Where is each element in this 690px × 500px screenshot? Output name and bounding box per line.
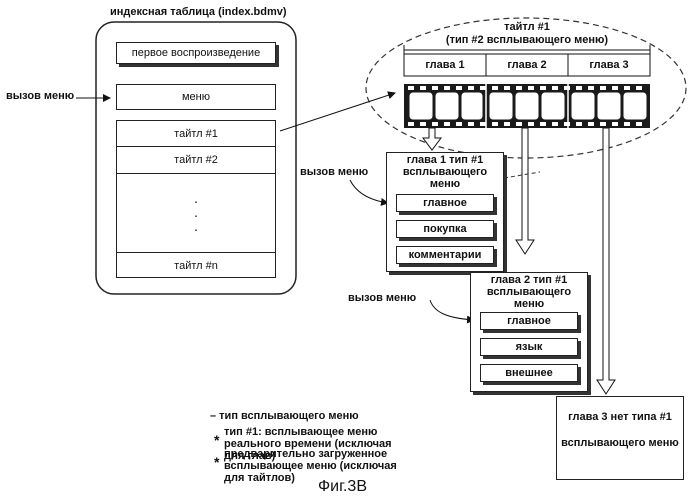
chapter-label-1: глава 1 (404, 55, 486, 75)
chapter2-down-arrow (516, 128, 534, 254)
title-cluster-line1: тайтл #1 (404, 20, 650, 34)
first-play-cell: первое воспроизведение (116, 42, 276, 64)
menu-cell: меню (116, 84, 276, 110)
legend-dash: – тип всплывающего меню (210, 410, 359, 422)
film-strip (404, 84, 650, 128)
chapter3-line2: всплывающего меню (556, 436, 684, 450)
chapter1-down-arrow (423, 128, 441, 150)
chapter1-call-label: вызов меню (300, 166, 368, 178)
chapter2-btn-main[interactable]: главное (480, 312, 578, 330)
chapter2-menu-title: глава 2 тип #1 всплывающего меню (472, 275, 586, 309)
legend-star-2: * (214, 454, 219, 470)
chapter2-btn-external[interactable]: внешнее (480, 364, 578, 382)
chapter-label-2: глава 2 (486, 55, 568, 75)
figure-caption: Фиг.3B (318, 478, 367, 496)
chapter2-btn-language[interactable]: язык (480, 338, 578, 356)
titleN-cell: тайтл #n (116, 254, 276, 278)
chapter3-down-arrow (597, 128, 615, 394)
index-table-title: индексная таблица (index.bdmv) (110, 6, 287, 18)
chapter2-call-label: вызов меню (348, 292, 416, 304)
chapter3-line1: глава 3 нет типа #1 (556, 410, 684, 424)
menu-call-label: вызов меню (6, 90, 74, 102)
title-cluster-line2: (тип #2 всплывающего меню) (404, 33, 650, 47)
chapter-label-3: глава 3 (568, 55, 650, 75)
chapter1-btn-buy[interactable]: покупка (396, 220, 494, 238)
title2-cell: тайтл #2 (116, 148, 276, 172)
chapter1-menu-title: глава 1 тип #1 всплывающего меню (388, 155, 502, 189)
chapter2-call-curve (430, 300, 474, 320)
legend-star-1: * (214, 432, 219, 448)
chapter1-call-curve (350, 180, 388, 203)
chapter1-btn-main[interactable]: главное (396, 194, 494, 212)
legend-item2: предварительно загруженное всплывающее м… (224, 448, 408, 484)
title1-to-film-arrow (280, 93, 395, 131)
chapter1-btn-comments[interactable]: комментарии (396, 246, 494, 264)
ellipsis-dots: · · · (116, 190, 276, 240)
title1-cell: тайтл #1 (116, 122, 276, 146)
